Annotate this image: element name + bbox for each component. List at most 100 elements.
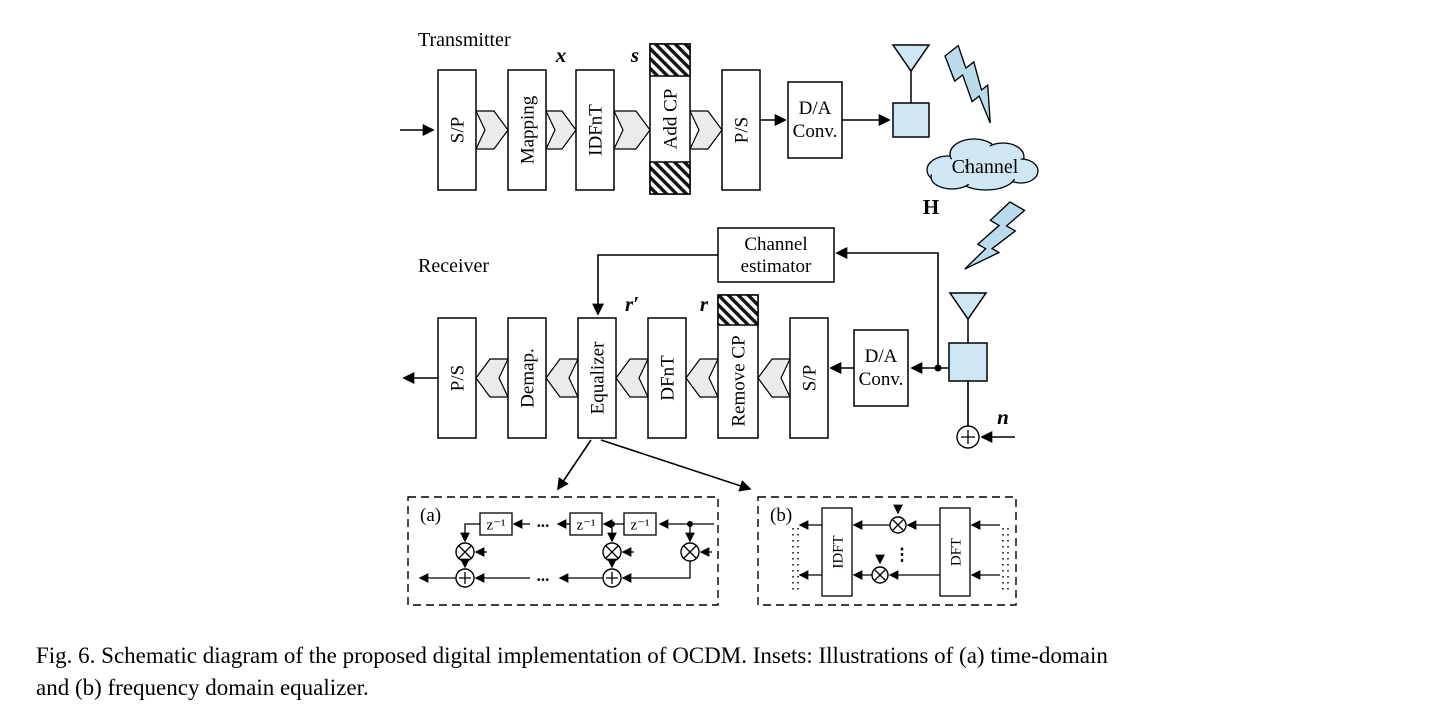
rx-dfnt-label: DFnT xyxy=(658,355,679,401)
flow-arrow-icon xyxy=(475,358,509,398)
cp-hatch-top xyxy=(717,294,759,326)
lightning-bolt-icon xyxy=(944,44,991,124)
vertical-ellipsis: ⋮ xyxy=(894,545,911,564)
rx-ps-label: P/S xyxy=(448,365,469,391)
caption-line1: Fig. 6. Schematic diagram of the propose… xyxy=(36,643,1108,668)
flow-arrow-icon xyxy=(545,358,579,398)
inset-b-frequency-domain-equalizer: (b) IDFT DFT ⋮ xyxy=(757,496,1017,606)
tx-mapping-label: Mapping xyxy=(518,95,539,164)
flow-arrow-icon xyxy=(545,110,577,150)
inset-a-label: (a) xyxy=(420,505,441,526)
tx-sp-label: S/P xyxy=(448,117,469,143)
rx-dfnt-block xyxy=(647,317,687,439)
rx-adc-label2: Conv. xyxy=(859,369,904,390)
flow-arrow-icon xyxy=(685,358,719,398)
adder-plus xyxy=(606,572,618,584)
delay-label: z⁻¹ xyxy=(630,517,649,533)
rx-equalizer-label: Equalizer xyxy=(588,341,609,414)
tx-frontend-box xyxy=(892,102,930,138)
cp-hatch-top xyxy=(649,43,691,77)
tx-sp-block xyxy=(437,69,477,191)
flow-arrow-icon xyxy=(689,110,723,150)
rx-antenna-triangle xyxy=(948,292,988,321)
flow-arrow-icon xyxy=(475,110,509,150)
rx-flow-arrows xyxy=(475,358,791,398)
multiplier-cross xyxy=(892,519,904,531)
ocdm-schematic-diagram: Transmitter S/P Mapping IDFnT Add CP P/S… xyxy=(400,29,1039,606)
ellipsis-top: ... xyxy=(537,512,550,531)
receiver-section: Receiver Channel estimator P/S Demap. Eq… xyxy=(402,227,1015,492)
rx-sp-label: S/P xyxy=(800,365,821,391)
cp-hatch-bottom xyxy=(649,161,691,195)
figure-caption: Fig. 6. Schematic diagram of the propose… xyxy=(36,640,1416,703)
rx-adc-block xyxy=(853,329,909,407)
tx-ps-block xyxy=(721,69,761,191)
channel-cloud-label: Channel xyxy=(952,156,1019,178)
idft-label: IDFT xyxy=(830,535,846,568)
delay-label: z⁻¹ xyxy=(486,517,505,533)
tx-dac-label1: D/A xyxy=(799,98,832,119)
noise-label: n xyxy=(997,405,1009,429)
signal-rprime-label: r′ xyxy=(625,292,639,316)
rx-frontend-box xyxy=(948,342,988,382)
dotted-column-right xyxy=(1002,528,1009,590)
multiplier-cross xyxy=(605,545,619,559)
channel-section: Channel H xyxy=(923,44,1039,270)
bolts xyxy=(944,44,1026,270)
mult-to-adder-line xyxy=(621,561,691,583)
dotted-column-left xyxy=(792,528,799,590)
equalizer-to-inset-a-arrow xyxy=(557,439,592,491)
rx-equalizer-block xyxy=(577,317,617,439)
caption-line2: and (b) frequency domain equalizer. xyxy=(36,674,369,700)
tx-dac-label2: Conv. xyxy=(793,121,838,142)
equalizer-to-inset-b-arrow xyxy=(600,439,752,492)
rx-demap-block xyxy=(507,317,547,439)
tx-dac-block xyxy=(787,81,843,159)
tx-flow-arrows xyxy=(475,110,723,150)
inset-b-label: (b) xyxy=(770,505,792,526)
tx-mapping-block xyxy=(507,69,547,191)
tx-idfnt-block xyxy=(575,69,615,191)
channel-cloud-fill xyxy=(930,142,1035,187)
inset-a-border xyxy=(407,496,719,606)
channel-matrix-label: H xyxy=(923,195,939,219)
flow-arrow-icon xyxy=(757,358,791,398)
rx-sp-block xyxy=(789,317,829,439)
rx-removecp-label: Remove CP xyxy=(729,335,750,426)
rx-adc-label1: D/A xyxy=(865,346,898,367)
adder-plus xyxy=(961,430,975,444)
tap-corner-line xyxy=(460,523,480,543)
transmitter-label: Transmitter xyxy=(418,29,511,51)
tx-addcp-label: Add CP xyxy=(661,89,682,150)
adder-plus xyxy=(459,572,471,584)
estimator-to-equalizer-line xyxy=(592,254,718,316)
signal-r-label: r xyxy=(700,292,709,316)
multiplier-cross xyxy=(874,569,886,581)
rx-demap-label: Demap. xyxy=(518,348,539,408)
ellipsis-bottom: ... xyxy=(537,566,550,585)
tx-antenna-triangle xyxy=(891,44,931,73)
rx-antenna-icon xyxy=(948,292,988,382)
multipliers xyxy=(455,542,700,562)
receiver-label: Receiver xyxy=(418,255,489,277)
signal-x-label: x xyxy=(555,43,567,67)
channel-estimator-block xyxy=(717,227,835,283)
tap-to-estimator-line xyxy=(835,247,939,368)
tx-ps-label: P/S xyxy=(732,117,753,143)
multiplier-cross xyxy=(683,545,697,559)
flow-arrow-icon xyxy=(615,358,649,398)
inset-b-border xyxy=(757,496,1017,606)
delay-label: z⁻¹ xyxy=(576,517,595,533)
dft-block xyxy=(939,507,971,597)
tx-antenna-icon xyxy=(891,44,931,138)
lightning-bolt-icon xyxy=(964,201,1026,270)
transmitter-section: Transmitter S/P Mapping IDFnT Add CP P/S… xyxy=(400,29,931,195)
flow-arrow-icon xyxy=(613,110,651,150)
signal-s-label: s xyxy=(630,43,639,67)
channel-estimator-label1: Channel xyxy=(744,234,807,255)
adders xyxy=(455,568,622,588)
idft-block xyxy=(821,507,853,597)
dft-label: DFT xyxy=(948,538,964,566)
channel-estimator-label2: estimator xyxy=(741,256,812,277)
